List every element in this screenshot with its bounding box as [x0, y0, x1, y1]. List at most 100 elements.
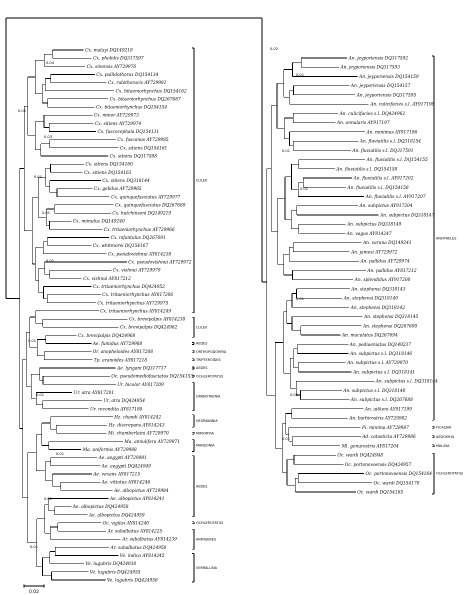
- bootstrap-value: 0.03: [44, 135, 52, 139]
- taxon-label: An. subpictus s.l. DQ318144: [375, 380, 438, 385]
- taxon-label: Tp. aranoides AY817218: [94, 358, 148, 363]
- bootstrap-value: 0.01: [44, 497, 52, 501]
- taxon-label: An. jeyporiensis DQ317595: [356, 93, 417, 98]
- taxon-label: An. subpictus s.l. DQ267688: [350, 398, 413, 403]
- bootstrap-value: 0.01: [30, 545, 38, 549]
- taxon-label: Ml. genurostris AY817204: [341, 444, 399, 449]
- taxon-label: An. jeyporiensis DQ154157: [350, 84, 411, 89]
- taxon-label: Mi. chamberlaini AY729970: [107, 432, 169, 437]
- taxon-label: Oc. wardi DQ424948: [337, 454, 383, 459]
- group-label: URANOTAENIA: [196, 395, 221, 399]
- taxon-label: Cx. sitiens AY729974: [95, 122, 141, 127]
- taxon-label: Ae. vittatus AY814246: [101, 481, 151, 486]
- taxon-label: Ve. indica AY814245: [120, 554, 165, 559]
- taxon-label: Cx. quinquefasciatus AY729977: [111, 195, 180, 200]
- group-label: AEDES: [196, 366, 207, 370]
- taxon-label: Cx. tritaeniorhynchus AY729966: [104, 228, 175, 233]
- taxon-label: Ur. atra AY817201: [74, 391, 114, 396]
- taxon-label: Cx. pseudovishnui AY814238: [108, 252, 172, 257]
- taxon-label: Ar. subalbatus AY814239: [121, 538, 177, 543]
- taxon-label: An. culicifacies s.l. AY917198: [369, 103, 434, 108]
- taxon-label: Ae. aegypti DQ424949: [101, 464, 152, 469]
- taxon-label: Oc. vigilax AY814240: [103, 521, 150, 526]
- taxon-label: An. fluviatilis s.l. DQ154158: [335, 167, 397, 172]
- taxon-label: Cx. pseudovishnui AY729972: [128, 261, 192, 266]
- taxon-label: An. stephensi DQ318143: [350, 287, 405, 292]
- taxon-label: Cx. bitaeniorhynchus DQ267687: [110, 97, 181, 102]
- taxon-label: Hz. discrepans AY814243: [108, 424, 165, 429]
- bootstrap-value: 0.01: [296, 297, 304, 301]
- taxon-label: Cx. vishnui AY729979: [113, 269, 161, 274]
- bootstrap-value: 0.01: [296, 73, 304, 77]
- bootstrap-value: 0.02: [270, 47, 278, 51]
- taxon-label: An. splendidus AY917200: [354, 278, 411, 283]
- group-label: OCHLEROTATUS: [196, 374, 223, 378]
- taxon-label: Cx. tritaeniorhynchus AY814249: [100, 309, 171, 314]
- taxon-label: Cx. tritaeniorhynchus AY729975: [97, 301, 168, 306]
- taxon-label: An. stephensi DQ318142: [350, 306, 405, 311]
- taxon-label: An. fluviatilis s.l. DQ154155: [366, 158, 428, 163]
- taxon-label: Ae. albopictus DQ424958: [72, 505, 129, 510]
- taxon-label: Oc. wardi DQ154165: [357, 491, 403, 496]
- taxon-label: Cx. sitiens DQ154161: [120, 146, 167, 151]
- taxon-label: Ae. aegypti AY729981: [98, 456, 147, 461]
- group-label: CULEX: [196, 325, 208, 329]
- taxon-label: Ve. lugubris DQ424955: [90, 570, 141, 575]
- taxon-label: An. stephensi DQ267690: [362, 324, 417, 329]
- taxon-label: An. vagus AY814247: [346, 232, 392, 237]
- scale-bar-label: 0.02: [29, 589, 39, 595]
- taxon-label: Oc. portonovoensis DQ154164: [365, 472, 432, 477]
- taxon-label: An. fluviatilis s.l. DQ317591: [351, 149, 413, 154]
- taxon-label: An. aitkeni AY917199: [364, 407, 412, 412]
- taxon-label: Oc. pseudomediofasciatus DQ154153: [111, 375, 193, 380]
- taxon-label: Cx. vishnui AY817212: [83, 277, 131, 282]
- group-label: OCHLEROTATUS: [196, 521, 223, 525]
- taxon-label: Ur. bicolor AY817209: [117, 383, 164, 388]
- taxon-label: An. subpictus AY917204: [358, 204, 412, 209]
- group-label: TRIPTEROIDES: [195, 358, 221, 362]
- taxon-label: An. subpictus s.l. DQ318148: [342, 389, 405, 394]
- bootstrap-value: 0.01: [28, 339, 36, 343]
- taxon-label: Hz. chandi AY814242: [113, 415, 161, 420]
- taxon-label: An. fluviatilis s.l. DQ318154: [359, 140, 421, 145]
- taxon-label: Cx. bitaeniorhynchus DQ154154: [96, 106, 167, 111]
- taxon-label: Ae. vexans AY817215: [92, 473, 140, 478]
- group-label: CULEX: [196, 179, 208, 183]
- bootstrap-value: 0.01: [282, 437, 290, 441]
- taxon-label: Cx. whitmorei DQ154167: [93, 244, 149, 249]
- group-label: AEDES: [196, 342, 207, 346]
- group-label: AEDOMYIA: [436, 435, 455, 439]
- taxon-label: An. fluviatilis s.l. AY917207: [365, 195, 426, 200]
- taxon-label: Ur. recondita AY817180: [90, 407, 143, 412]
- taxon-label: An. minimus AY917196: [365, 130, 417, 135]
- taxon-label: Cx. rubithoracis AY729981: [108, 81, 167, 86]
- taxon-label: An. jamesi AY729972: [350, 250, 397, 255]
- taxon-label: Cx. brevipalpis DQ424962: [120, 326, 178, 331]
- taxon-label: Ve. lugubris DQ424956: [107, 579, 158, 584]
- taxon-label: Cx. gelidus AY729965: [94, 187, 142, 192]
- taxon-label: An. culicifacies s.l. DQ424962: [339, 112, 406, 117]
- taxon-label: Or. anopheloides AY817208: [93, 350, 153, 355]
- taxon-label: Cx. fuscanus AY729985: [117, 138, 169, 143]
- taxon-label: Cx. pholidis DQ317597: [93, 57, 144, 62]
- taxon-label: Ae. fumidus AY729968: [92, 342, 143, 347]
- taxon-label: An. subpictus s.l. DQ318146: [349, 352, 412, 357]
- taxon-label: An. jeyporiensis DQ317592: [348, 57, 409, 62]
- taxon-label: Cx. sinensis AY729976: [87, 65, 137, 70]
- taxon-label: Cx. pallidothorax DQ154134: [96, 73, 158, 78]
- taxon-label: Cx. tritaeniorhynchus DQ424952: [93, 285, 165, 290]
- taxon-label: An. fluviatilis s.l. DQ154156: [347, 186, 409, 191]
- taxon-label: Ae. lyngani DQ317737: [116, 367, 166, 372]
- group-label: FICALBIA: [436, 426, 452, 430]
- taxon-label: An. subpictus s.l. DQ318141: [352, 370, 415, 375]
- bootstrap-value: 0.01: [56, 452, 64, 456]
- taxon-label: Cx. malayi DQ149218: [85, 49, 133, 54]
- taxon-label: Ma. annulifera AY729971: [123, 440, 180, 445]
- taxon-label: Cx. sitiens DQ154160: [85, 163, 133, 168]
- taxon-label: Cx. brevipalpis AY814238: [129, 318, 185, 323]
- taxon-label: Ve. lugubris DQ424938: [85, 562, 136, 567]
- group-label: ANOPHELES: [436, 236, 456, 240]
- group-label: ARMIGERES: [196, 537, 216, 541]
- group-label: HEIZMANNIA: [196, 419, 218, 423]
